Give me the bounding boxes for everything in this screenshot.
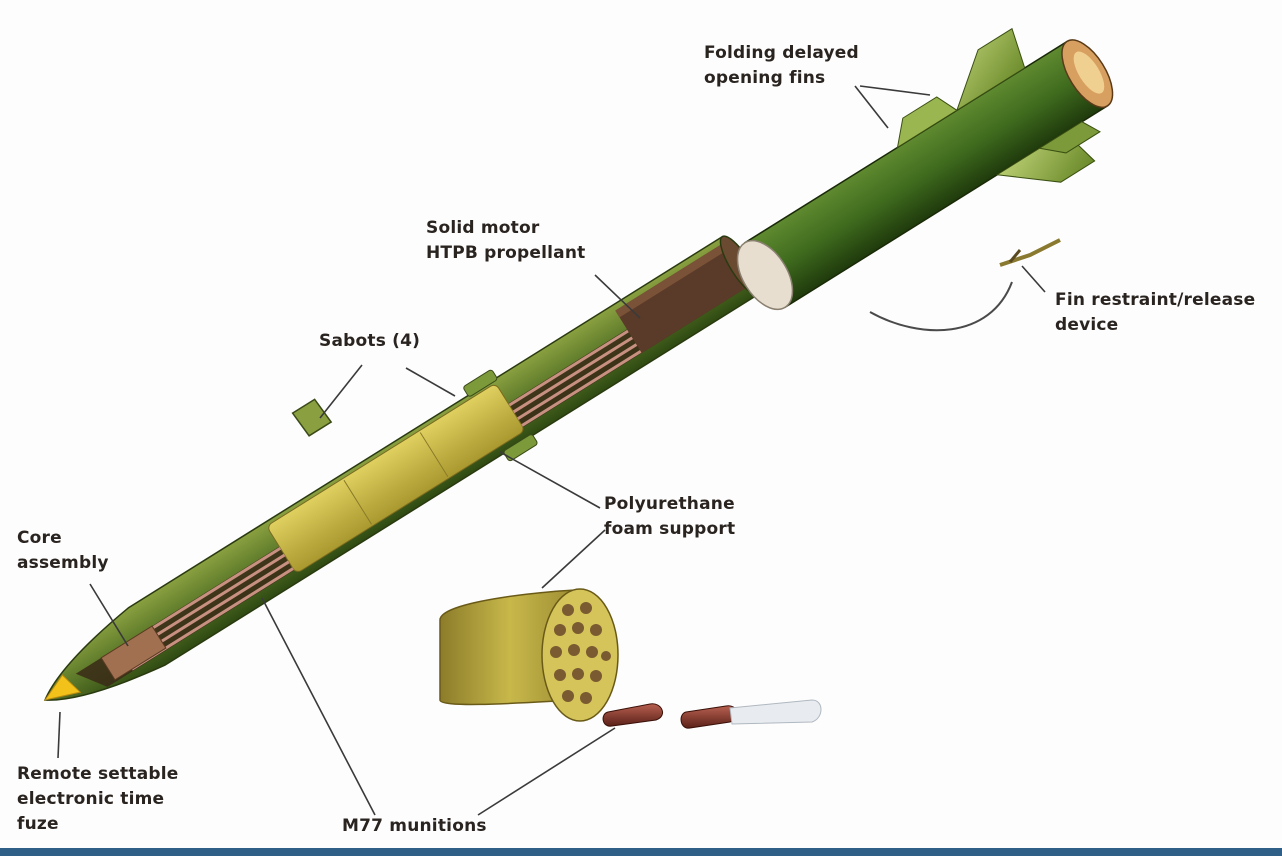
- label-m77-line1: M77 munitions: [342, 816, 487, 836]
- m77-munition-1: [602, 703, 664, 727]
- label-sabots: Sabots (4): [319, 329, 420, 354]
- label-polyurethane: Polyurethane foam support: [604, 492, 735, 542]
- foam-support-cylinder: [439, 588, 619, 722]
- bottom-edge-bar: [0, 848, 1282, 856]
- label-fuze-line3: fuze: [17, 814, 59, 834]
- label-folding-fins-line2: opening fins: [704, 68, 826, 88]
- label-folding-fins-line1: Folding delayed: [704, 43, 859, 63]
- label-fuze-line1: Remote settable: [17, 764, 179, 784]
- label-solid-motor-line1: Solid motor: [426, 218, 540, 238]
- label-fin-restraint: Fin restraint/release device: [1055, 288, 1255, 338]
- label-m77: M77 munitions: [342, 814, 487, 839]
- label-core-assembly-line2: assembly: [17, 553, 109, 573]
- label-fin-restraint-line1: Fin restraint/release: [1055, 290, 1256, 310]
- label-core-assembly-line1: Core: [17, 528, 62, 548]
- forward-body: [43, 235, 762, 701]
- label-fuze-line2: electronic time: [17, 789, 165, 809]
- label-solid-motor: Solid motor HTPB propellant: [426, 216, 585, 266]
- label-core-assembly: Core assembly: [17, 526, 109, 576]
- fin-restraint-device: [869, 238, 1061, 332]
- motor-section: [736, 27, 1114, 311]
- sabot-detached: [291, 398, 333, 437]
- label-fuze: Remote settable electronic time fuze: [17, 762, 179, 837]
- label-solid-motor-line2: HTPB propellant: [426, 243, 586, 263]
- label-fin-restraint-line2: device: [1055, 315, 1119, 335]
- label-polyurethane-line1: Polyurethane: [604, 494, 735, 514]
- m77-munition-2: [680, 699, 822, 729]
- label-folding-fins: Folding delayed opening fins: [704, 41, 859, 91]
- label-polyurethane-line2: foam support: [604, 519, 736, 539]
- leader-lines: [57, 85, 1046, 816]
- label-sabots-line1: Sabots (4): [319, 331, 421, 351]
